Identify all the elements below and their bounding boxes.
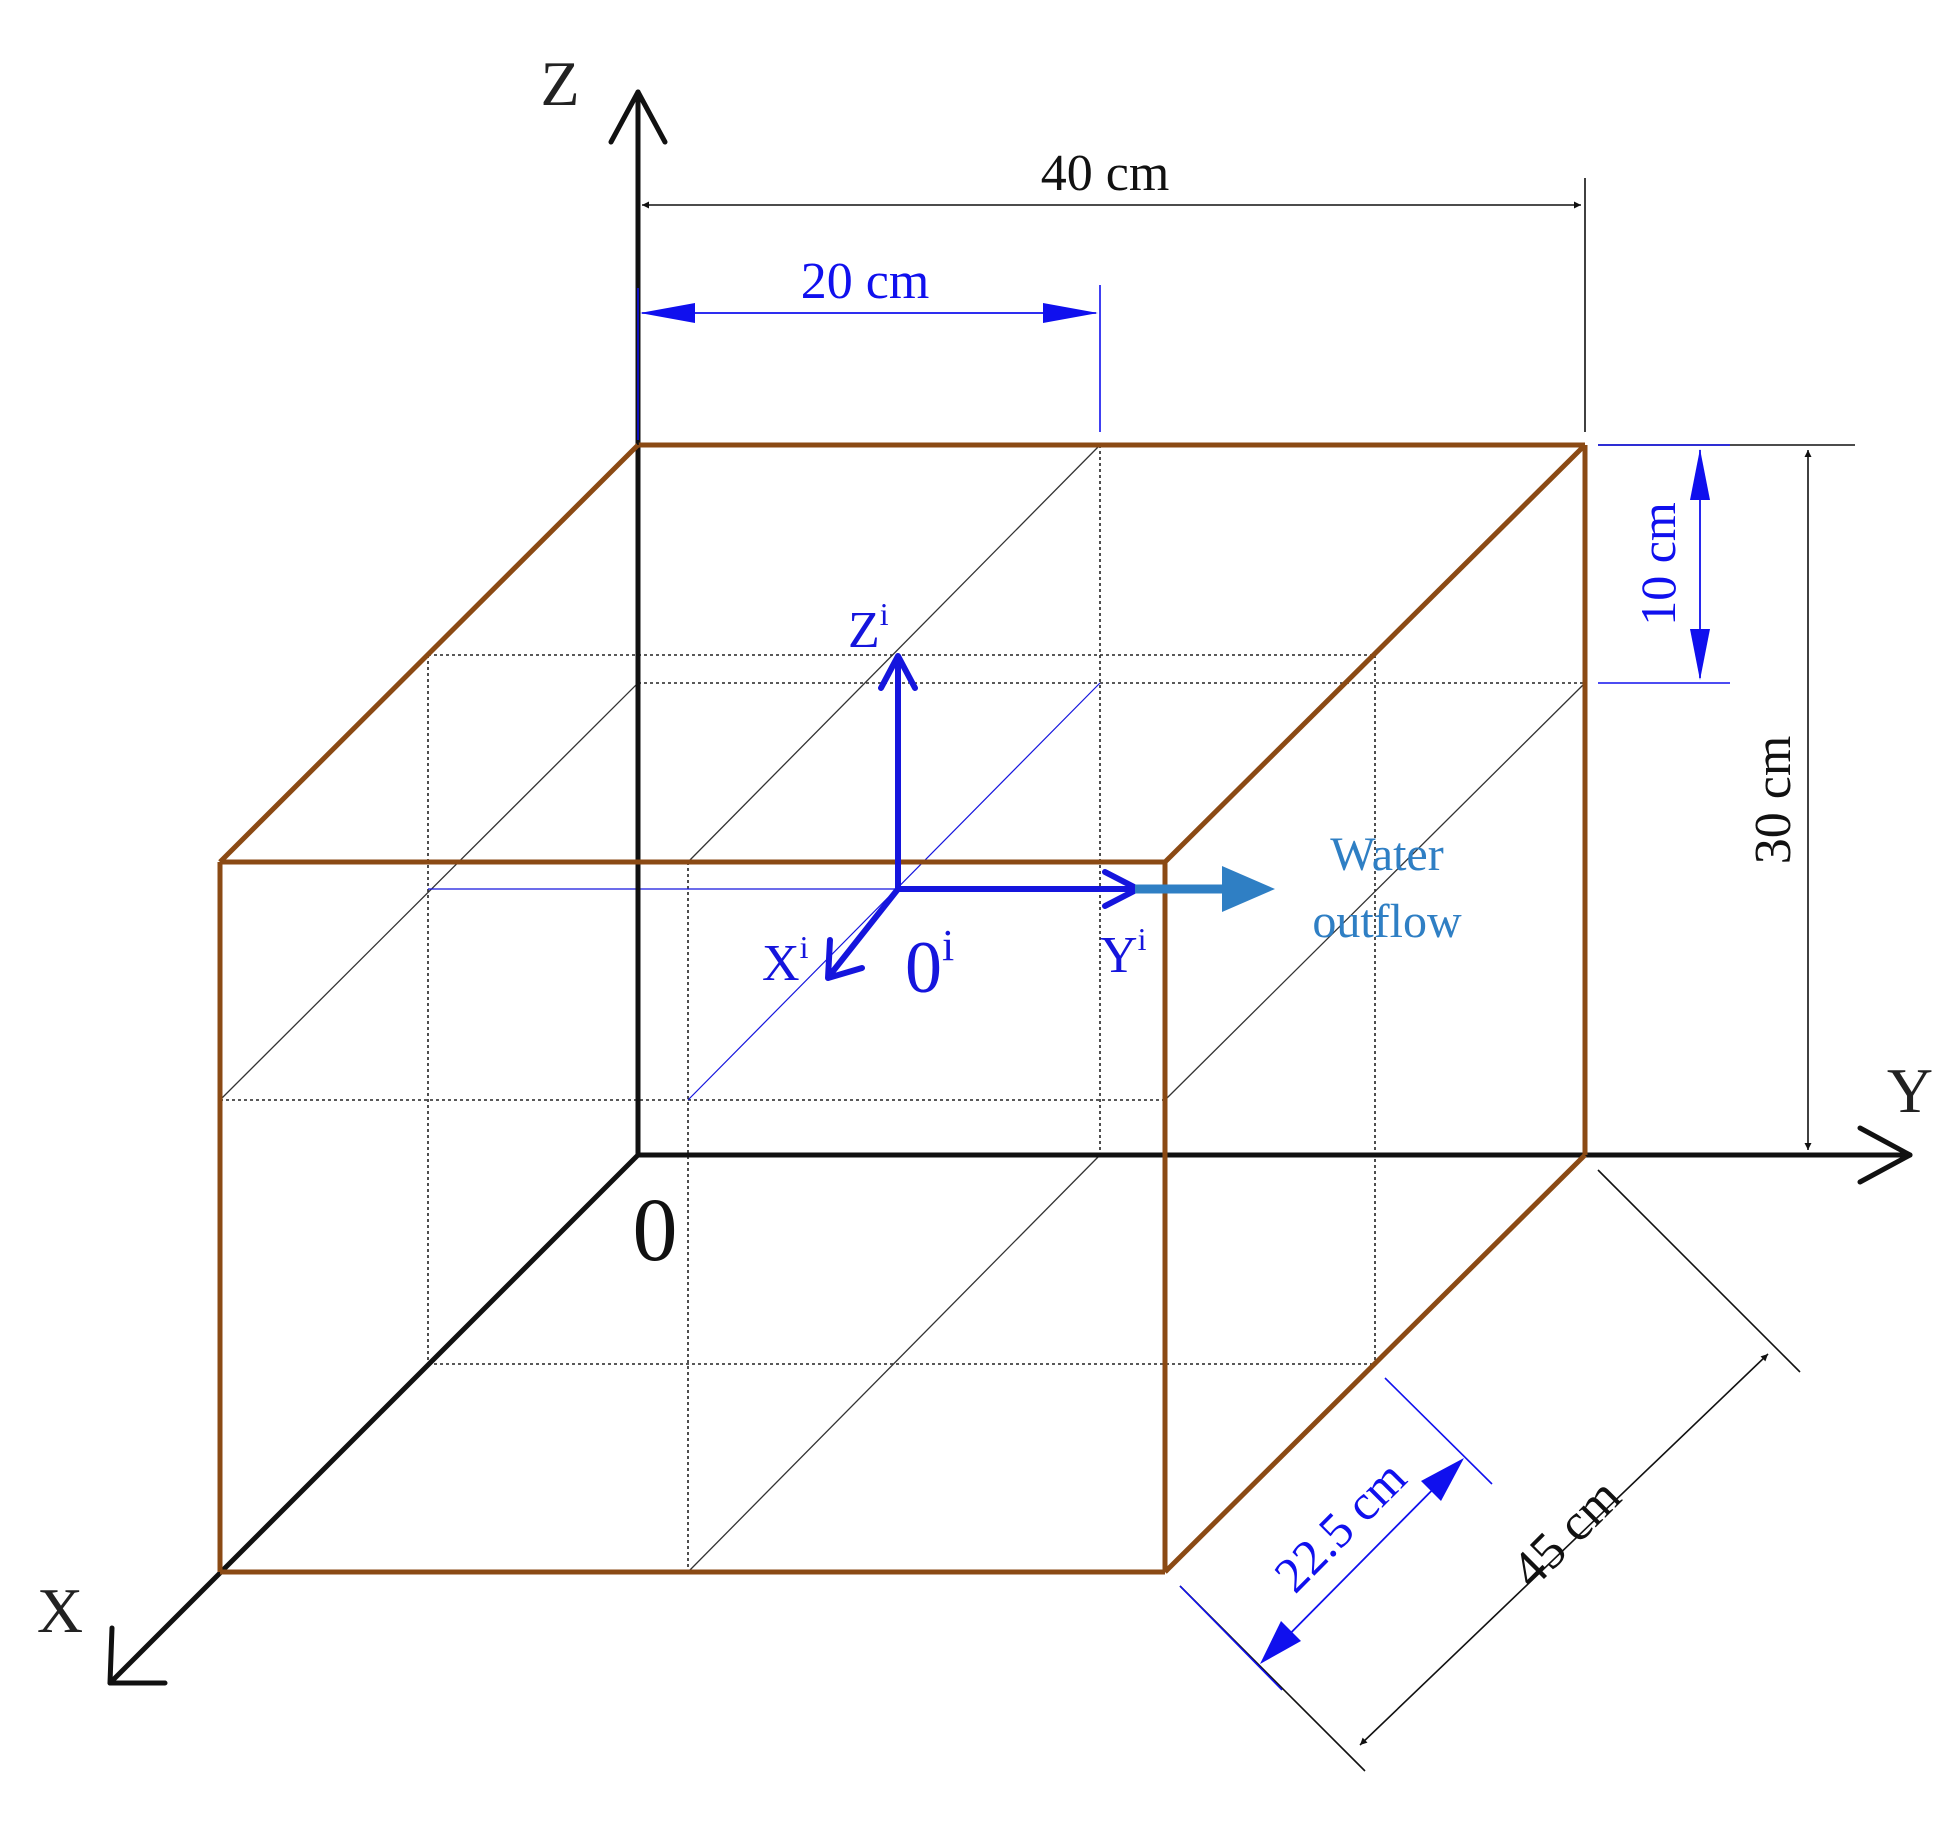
global-z-label: Z — [540, 48, 579, 119]
local-z-label: Zi — [848, 596, 889, 659]
water-outflow-arrow — [1135, 866, 1275, 912]
dimension-30cm-label: 30 cm — [1745, 736, 1802, 865]
local-origin-superscript: i — [942, 921, 954, 970]
global-origin-label: 0 — [633, 1181, 678, 1280]
dimension-10cm — [1598, 444, 1730, 684]
water-outflow-line1: Water — [1330, 828, 1443, 881]
local-z-arrowhead — [878, 653, 918, 691]
global-x-arrowhead — [107, 1625, 168, 1686]
diagonal-guides — [219, 444, 1586, 1573]
local-x-label: Xi — [762, 929, 809, 992]
global-x-label: X — [37, 1575, 83, 1646]
local-origin-label: 0i — [905, 921, 954, 1009]
local-y-label: Yi — [1100, 921, 1147, 984]
global-y-label: Y — [1887, 1055, 1933, 1126]
local-z-superscript: i — [880, 596, 889, 632]
water-outflow-line2: outflow — [1312, 895, 1462, 948]
internal-grid — [220, 445, 1585, 1572]
dimension-20cm-label: 20 cm — [801, 253, 930, 310]
dimension-22-5cm — [1179, 1377, 1493, 1691]
dimension-45cm-label: 45 cm — [1501, 1468, 1632, 1599]
dimension-20cm — [637, 285, 1101, 440]
local-x-superscript: i — [800, 929, 809, 965]
global-x-axis — [107, 1152, 641, 1686]
tank-box — [217, 442, 1588, 1575]
global-y-arrowhead — [1857, 1125, 1913, 1185]
local-y-superscript: i — [1138, 921, 1147, 957]
global-z-arrowhead — [608, 89, 668, 145]
outflow-arrowhead — [1222, 866, 1275, 912]
local-x-arrowhead — [825, 937, 865, 981]
dimension-40cm-label: 40 cm — [1041, 145, 1170, 202]
dimension-22-5cm-label: 22.5 cm — [1263, 1449, 1417, 1603]
local-axes — [825, 653, 1141, 981]
dimension-10cm-label: 10 cm — [1630, 502, 1686, 626]
local-x-axis — [827, 886, 901, 978]
